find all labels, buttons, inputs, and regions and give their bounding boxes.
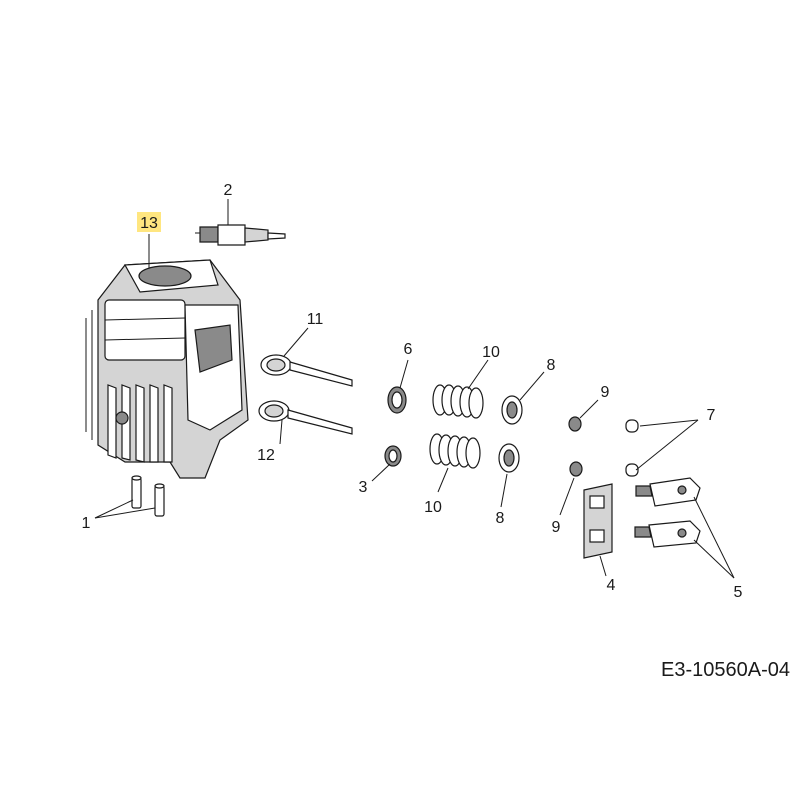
spring-retainer[interactable] [501,395,523,425]
valve-spring[interactable] [432,384,484,419]
valve-keeper[interactable] [569,461,583,477]
spark-plug[interactable] [195,224,286,246]
exhaust-valve[interactable] [258,400,353,435]
callout-10-lower[interactable]: 10 [424,499,442,516]
dowel-pin[interactable] [154,483,165,517]
callout-12[interactable]: 12 [257,447,275,464]
tappet-cap[interactable] [625,463,639,477]
reference-code: E3-10560A-04 [661,659,790,681]
valve-seal[interactable] [387,386,407,414]
callout-6[interactable]: 6 [404,341,413,358]
callout-3[interactable]: 3 [359,479,368,496]
callout-7[interactable]: 7 [707,407,716,424]
spring-retainer[interactable] [498,443,520,473]
callout-11[interactable]: 11 [307,311,324,328]
intake-valve[interactable] [260,354,353,387]
callout-10-upper[interactable]: 10 [482,344,500,361]
callout-13[interactable]: 13 [140,215,158,232]
cylinder-head[interactable] [85,259,249,479]
callout-9-lower[interactable]: 9 [552,519,561,536]
tappet-cap[interactable] [625,419,639,433]
callout-4[interactable]: 4 [607,577,616,594]
callout-9-upper[interactable]: 9 [601,384,610,401]
rocker-arm[interactable] [635,477,701,507]
callout-13-highlight [137,212,161,232]
dowel-pin[interactable] [131,475,142,509]
valve-seal[interactable] [384,445,402,467]
callout-2[interactable]: 2 [224,182,233,199]
valve-spring[interactable] [429,433,481,469]
callout-8-lower[interactable]: 8 [496,510,505,527]
callout-labels: 13 2 1 11 12 6 3 10 10 8 8 9 9 7 4 5 [82,182,743,601]
leader-lines [94,199,735,579]
rocker-plate[interactable] [583,483,613,559]
callout-8-upper[interactable]: 8 [547,357,556,374]
rocker-arm[interactable] [634,520,701,548]
callout-1[interactable]: 1 [82,515,91,532]
callout-5[interactable]: 5 [734,584,743,601]
valve-keeper[interactable] [568,416,582,432]
